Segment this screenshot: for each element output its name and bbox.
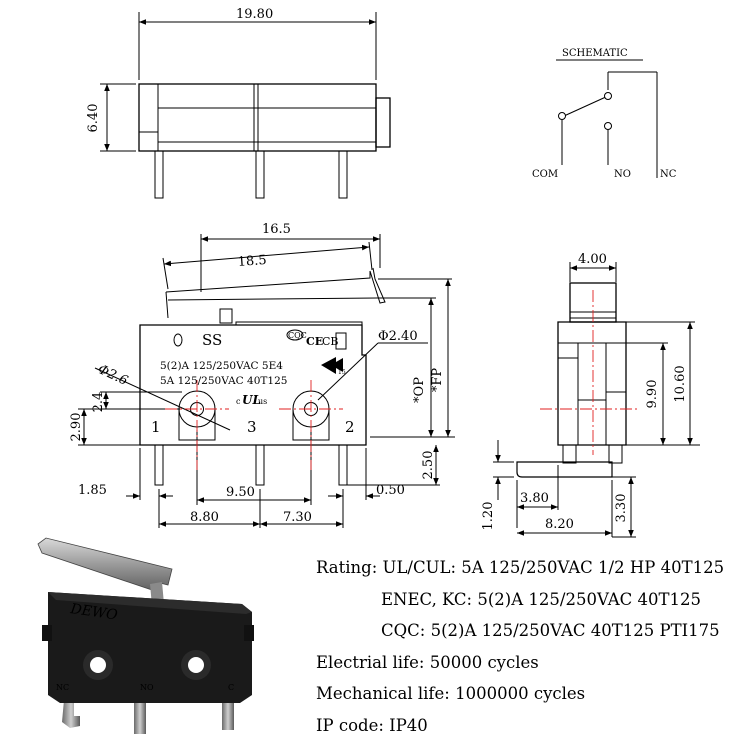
- front-view-centerlines: [165, 380, 343, 470]
- dim-1-85: 1.85: [78, 483, 107, 498]
- dim-19-80: 19.80: [236, 7, 273, 22]
- dim-2-50: 2.50: [421, 451, 436, 480]
- marking-line2: 5A 125/250VAC 40T125: [160, 375, 287, 387]
- spec-rating-cqc: CQC: 5(2)A 125/250VAC 40T125 PTI175: [381, 621, 720, 641]
- dim-1-20: 1.20: [481, 502, 496, 531]
- dim-4-00: 4.00: [578, 252, 607, 267]
- dim-op: *OP: [412, 377, 427, 403]
- product-photo: [37, 537, 254, 734]
- spec-electrical-life: Electrial life: 50000 cycles: [316, 652, 539, 672]
- dim-16-5: 16.5: [262, 222, 291, 237]
- photo-nc-label: NC: [56, 683, 69, 692]
- dim-9-50: 9.50: [226, 485, 255, 500]
- marking-cb: CB: [322, 335, 339, 348]
- spec-rating-ul-value: UL/CUL: 5A 125/250VAC 1/2 HP 40T125: [382, 558, 725, 577]
- spec-rating-label: Rating:: [316, 558, 383, 577]
- spec-rating-ul: Rating: UL/CUL: 5A 125/250VAC 1/2 HP 40T…: [316, 552, 746, 584]
- dim-3-80: 3.80: [520, 491, 549, 506]
- terminal-label-1: 1: [151, 418, 161, 436]
- dim-phi-2-40: Φ2.40: [378, 329, 418, 344]
- dim-3-30: 3.30: [614, 494, 629, 523]
- dim-phi-2-6: Φ2.6: [95, 362, 130, 389]
- dim-9-90: 9.90: [645, 380, 660, 409]
- schematic-nc-label: NC: [660, 169, 677, 180]
- terminal-label-2: 2: [345, 418, 355, 436]
- spec-mechanical-life: Mechanical life: 1000000 cycles: [316, 684, 586, 704]
- spec-ip-code: IP code: IP40: [316, 715, 428, 735]
- marking-ce: CE: [306, 335, 323, 348]
- schematic-no-label: NO: [614, 169, 631, 180]
- dim-10-60: 10.60: [673, 365, 688, 402]
- marking-us: us: [258, 397, 267, 406]
- spec-rating-enec: ENEC, KC: 5(2)A 125/250VAC 40T125: [381, 589, 702, 609]
- marking-c: c: [236, 397, 241, 406]
- enec-mark-icon: [321, 357, 343, 374]
- marking-cqc-icon: CQC: [288, 331, 307, 340]
- photo-brand-label: DEWO: [68, 601, 119, 624]
- dim-0-50: 0.50: [376, 483, 405, 498]
- dim-8-80: 8.80: [190, 510, 219, 525]
- schematic: [556, 59, 658, 178]
- schematic-com-label: COM: [532, 169, 558, 180]
- photo-no-label: NO: [140, 683, 154, 692]
- dim-6-40: 6.40: [86, 104, 101, 133]
- marking-ul-icon: UL: [242, 393, 261, 407]
- specifications: Rating: UL/CUL: 5A 125/250VAC 1/2 HP 40T…: [316, 552, 746, 742]
- dim-18-5: 18.5: [237, 253, 267, 270]
- terminal-label-3: 3: [247, 418, 257, 436]
- top-view: [100, 12, 391, 199]
- photo-com-label: C: [228, 683, 234, 692]
- marking-enec-number: 15: [338, 369, 346, 376]
- dim-2-90: 2.90: [69, 413, 84, 442]
- schematic-title: SCHEMATIC: [562, 48, 628, 59]
- marking-brand: SS: [202, 331, 222, 349]
- dim-fp: *FP: [430, 368, 445, 393]
- marking-line1: 5(2)A 125/250VAC 5E4: [160, 360, 283, 372]
- side-view-centerlines: [540, 290, 640, 455]
- dim-2-4: 2.4: [91, 392, 106, 413]
- dim-8-20: 8.20: [545, 517, 574, 532]
- dim-7-30: 7.30: [283, 510, 312, 525]
